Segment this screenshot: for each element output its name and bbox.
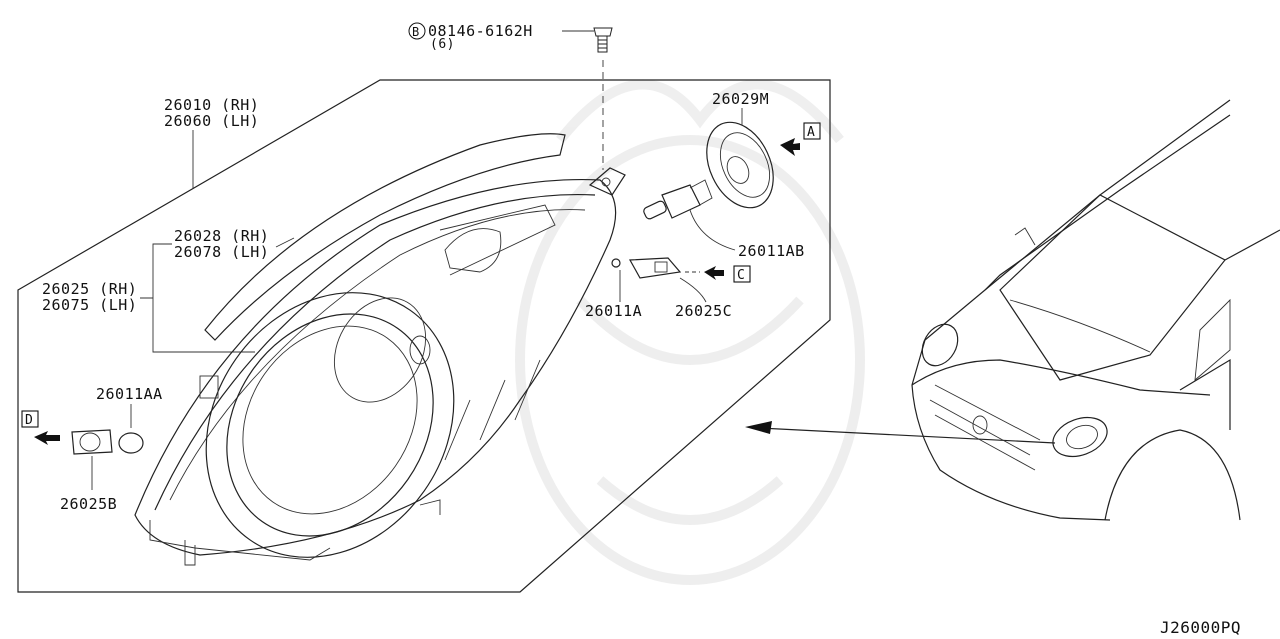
lamp-lh-label: 26075 (LH) bbox=[42, 296, 137, 314]
arrow-c-icon bbox=[704, 266, 724, 280]
side-socket bbox=[71, 429, 113, 455]
connector-a: A bbox=[807, 125, 815, 140]
side-socket-label: 26025B bbox=[60, 495, 117, 513]
bolt-marker: B bbox=[412, 25, 420, 39]
side-bulb-label: 26011AA bbox=[96, 385, 163, 403]
side-bulb bbox=[118, 432, 144, 454]
lens-rh-label: 26028 (RH) bbox=[174, 227, 269, 245]
car-illustration bbox=[911, 99, 1280, 521]
housing-rh-label: 26010 (RH) bbox=[164, 96, 259, 114]
bolt-part-number: 08146-6162H bbox=[428, 22, 533, 40]
small-bulb bbox=[611, 258, 621, 268]
lens-trim bbox=[204, 133, 566, 341]
lamp-rh-label: 26025 (RH) bbox=[42, 280, 137, 298]
cap-label: 26029M bbox=[712, 90, 769, 108]
location-arrow-icon bbox=[745, 421, 772, 434]
arrow-a-icon bbox=[780, 138, 800, 156]
housing-lh-label: 26060 (LH) bbox=[164, 112, 259, 130]
bulb-cap bbox=[706, 121, 774, 209]
assembly-frame bbox=[17, 79, 831, 593]
lens-lh-label: 26078 (LH) bbox=[174, 243, 269, 261]
location-arrow-line bbox=[759, 427, 1056, 444]
connector-c-box bbox=[733, 265, 751, 283]
bolt-marker-circle bbox=[408, 22, 426, 40]
watermark-emblem bbox=[515, 79, 865, 585]
small-bulb-label: 26011A bbox=[585, 302, 642, 320]
connector-d: D bbox=[25, 413, 33, 428]
diagram-code: J26000PQ bbox=[1160, 618, 1241, 637]
connector-a-box bbox=[803, 122, 821, 140]
bolt-icon bbox=[593, 27, 613, 53]
connector-c: C bbox=[737, 268, 745, 283]
headlamp-assembly bbox=[134, 167, 626, 566]
main-bulb-label: 26011AB bbox=[738, 242, 805, 260]
bolt-quantity: (6) bbox=[430, 37, 455, 52]
connector-d-box bbox=[21, 410, 39, 428]
small-socket-label: 26025C bbox=[675, 302, 732, 320]
small-socket bbox=[629, 257, 682, 279]
arrow-d-icon bbox=[34, 431, 60, 445]
main-bulb bbox=[643, 179, 713, 220]
